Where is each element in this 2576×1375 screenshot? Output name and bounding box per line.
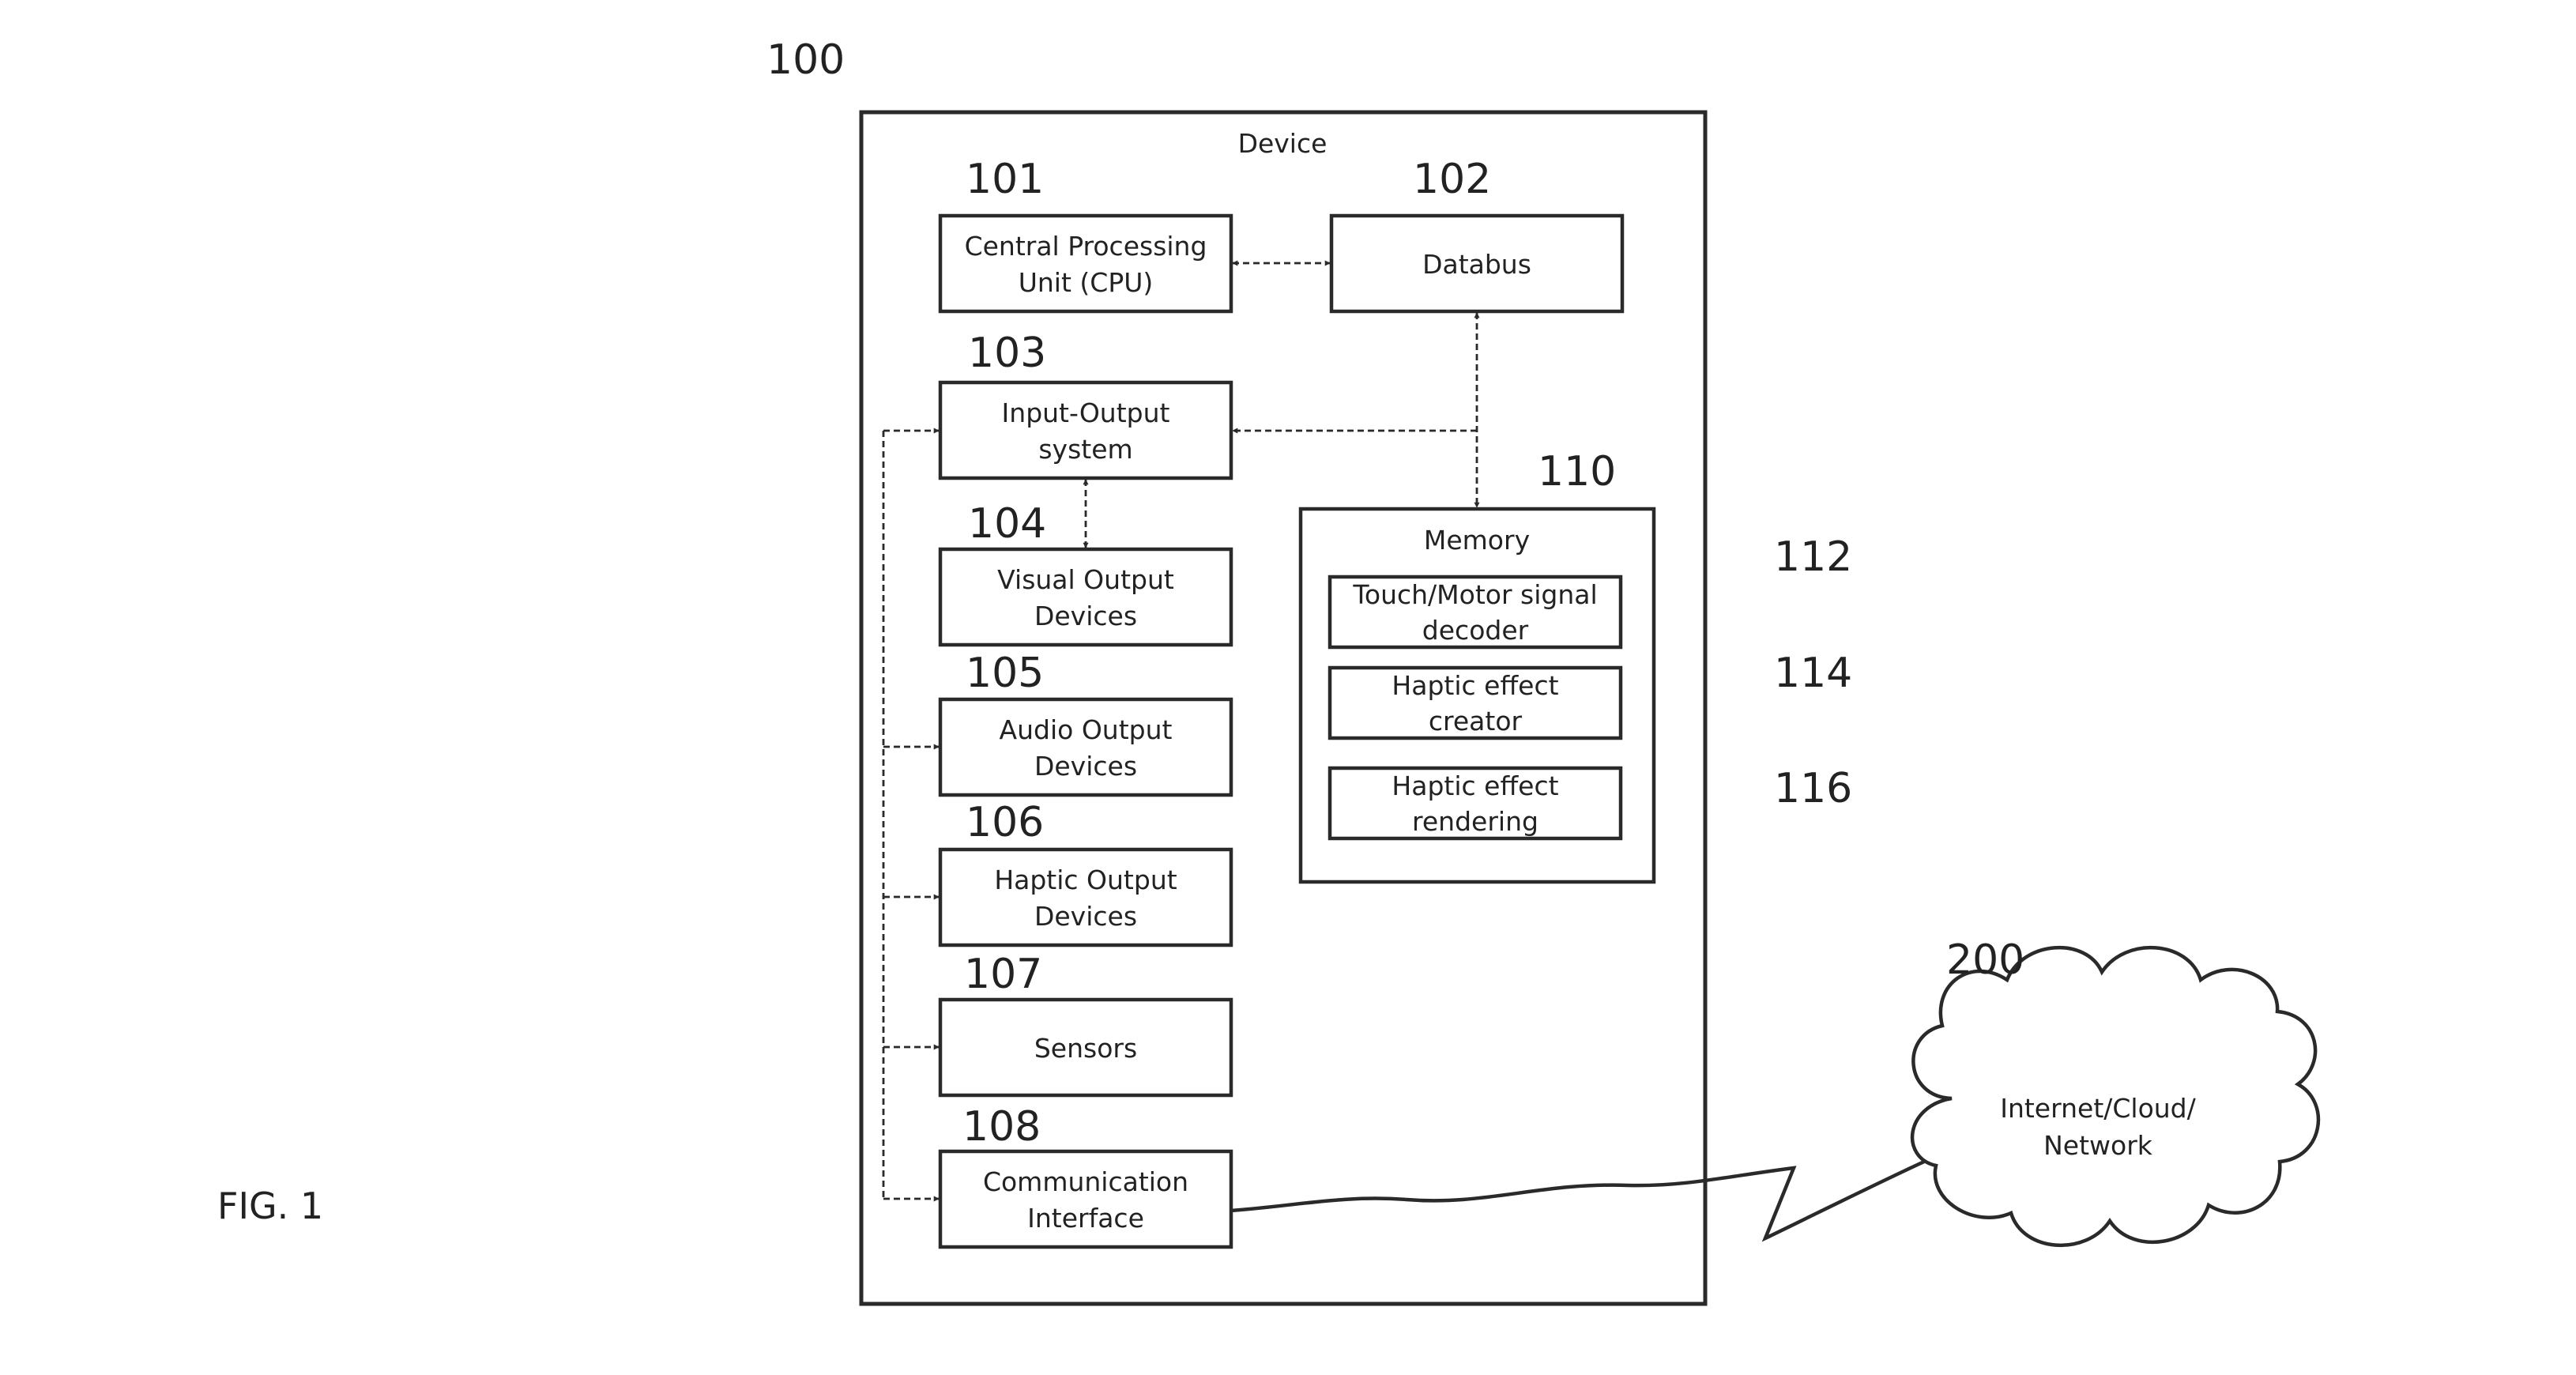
cpu-label-line1: Central Processing bbox=[965, 231, 1207, 262]
rendering-label-line2: rendering bbox=[1412, 806, 1538, 837]
network-cloud bbox=[1910, 946, 2321, 1247]
io-label-line2: system bbox=[1038, 434, 1132, 465]
sensors-ref-number: 107 bbox=[964, 951, 1042, 998]
network-label-line2: Network bbox=[2043, 1130, 2153, 1161]
rendering-label-line1: Haptic effect bbox=[1392, 770, 1558, 801]
visual-label-line1: Visual Output bbox=[997, 564, 1174, 595]
audio-output-box bbox=[938, 697, 1233, 797]
network-label-line1: Internet/Cloud/ bbox=[2000, 1093, 2196, 1124]
cpu-ref-number: 101 bbox=[966, 156, 1044, 203]
communication-interface-box bbox=[938, 1149, 1233, 1249]
comm-label-line1: Communication bbox=[983, 1166, 1188, 1197]
comm-ref-number: 108 bbox=[962, 1103, 1041, 1151]
haptic-output-box bbox=[938, 847, 1233, 947]
rendering-box bbox=[1328, 766, 1623, 841]
network-ref-number: 200 bbox=[1946, 936, 2024, 984]
decoder-box bbox=[1328, 574, 1623, 650]
sensors-box bbox=[938, 997, 1233, 1098]
databus-label: Databus bbox=[1422, 249, 1531, 280]
databus-ref-number: 102 bbox=[1413, 156, 1491, 203]
visual-ref-number: 104 bbox=[968, 500, 1046, 548]
memory-title: Memory bbox=[1424, 525, 1530, 556]
system-ref-number: 100 bbox=[766, 36, 845, 84]
device-title: Device bbox=[1238, 128, 1328, 159]
rendering-ref-number: 116 bbox=[1774, 765, 1852, 812]
io-ref-number: 103 bbox=[968, 330, 1046, 377]
io-label-line1: Input-Output bbox=[1002, 397, 1170, 428]
audio-label-line2: Devices bbox=[1034, 751, 1137, 782]
creator-label-line1: Haptic effect bbox=[1392, 670, 1558, 701]
creator-box bbox=[1328, 665, 1623, 740]
haptic-label-line2: Devices bbox=[1034, 901, 1137, 932]
cpu-box bbox=[938, 213, 1233, 314]
creator-label-line2: creator bbox=[1429, 706, 1523, 736]
decoder-ref-number: 112 bbox=[1774, 533, 1852, 581]
audio-ref-number: 105 bbox=[966, 650, 1044, 697]
device-frame bbox=[859, 110, 1708, 1306]
cpu-label-line2: Unit (CPU) bbox=[1019, 267, 1154, 298]
decoder-label-line2: decoder bbox=[1422, 615, 1529, 646]
visual-output-box bbox=[938, 547, 1233, 647]
comm-label-line2: Interface bbox=[1027, 1203, 1144, 1234]
databus-box bbox=[1329, 213, 1625, 314]
sensors-label: Sensors bbox=[1034, 1033, 1137, 1064]
decoder-label-line1: Touch/Motor signal bbox=[1352, 579, 1597, 610]
visual-label-line2: Devices bbox=[1034, 601, 1137, 631]
haptic-ref-number: 106 bbox=[966, 799, 1044, 846]
memory-ref-number: 110 bbox=[1538, 448, 1616, 495]
audio-label-line1: Audio Output bbox=[1000, 714, 1173, 745]
network-link bbox=[1230, 1159, 1925, 1242]
io-system-box bbox=[938, 380, 1233, 480]
creator-ref-number: 114 bbox=[1774, 650, 1852, 697]
haptic-label-line1: Haptic Output bbox=[994, 865, 1177, 895]
figure-label: FIG. 1 bbox=[217, 1185, 323, 1227]
